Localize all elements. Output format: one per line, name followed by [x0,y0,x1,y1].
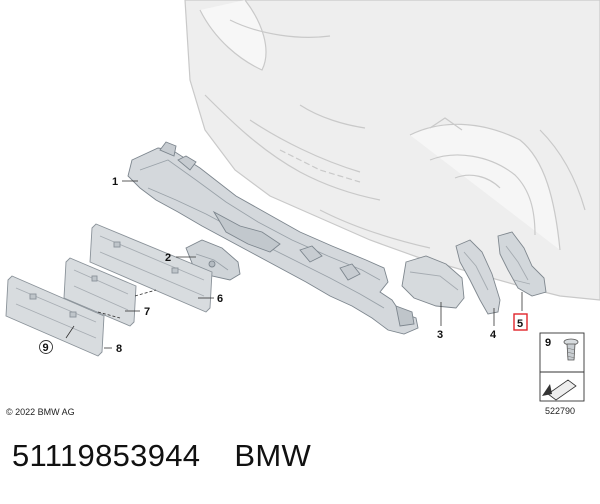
part-6-plate-base [89,223,213,313]
diagram-reference-number: 522790 [545,406,576,416]
part-3-trim-cover [401,255,465,309]
callout-6: 6 [217,293,223,305]
part-7-plate-base [63,257,137,327]
callout-1: 1 [112,176,118,188]
copyright-text: © 2022 BMW AG [6,407,75,417]
callout-5: 5 [517,318,523,330]
callout-5-highlight-box [513,313,528,331]
callout-4: 4 [490,329,497,341]
part-5-air-duct [497,231,547,297]
callout-3: 3 [437,329,443,341]
exploded-parts-diagram: 1 2 6 7 8 3 4 9 5 9 [5,0,600,402]
callout-2: 2 [165,252,171,264]
callout-9-circle [39,340,53,354]
brand-name: BMW [234,438,312,473]
part-4-air-duct-trim [455,239,501,315]
callout-9: 9 [43,342,49,354]
legend-9-label: 9 [545,337,551,349]
arrow-icon [542,379,577,401]
part-8-plate-base [5,275,105,357]
leader-lines [65,180,523,349]
callout-8: 8 [116,343,122,355]
callout-7: 7 [144,306,150,318]
part-1-bumper-carrier [127,141,419,335]
bumper-outline [184,0,600,301]
part-number-caption: 51119853944 BMW [12,438,311,474]
part-number: 51119853944 [12,438,201,473]
screw-icon [563,338,579,361]
legend-part-9: 9 [539,332,585,402]
